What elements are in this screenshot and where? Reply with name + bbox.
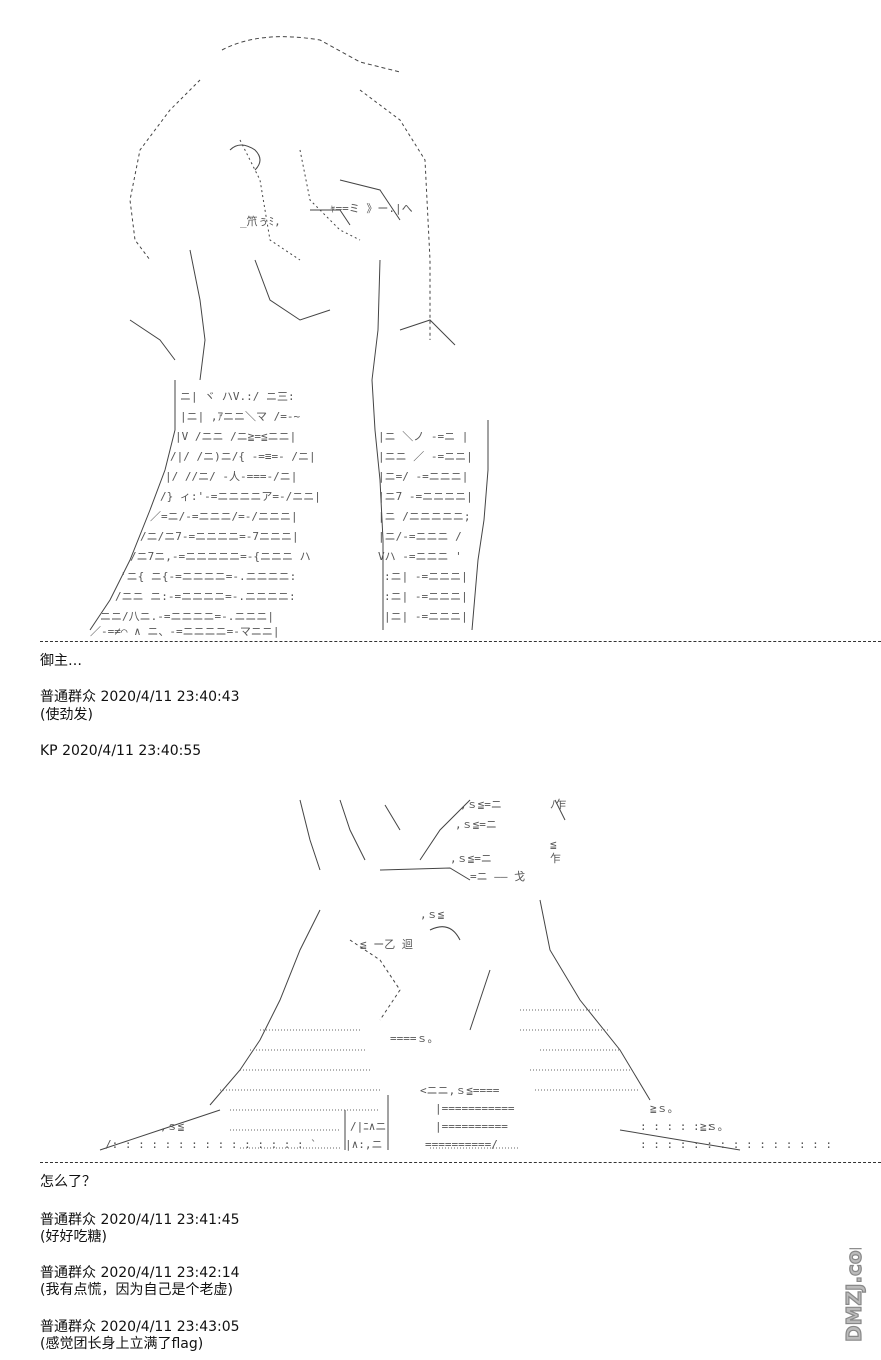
svg-text:|/ //ニ/ -人-===-/ニ|: |/ //ニ/ -人-===-/ニ| — [165, 470, 297, 483]
svg-text:|∧:,ニ: |∧:,ニ — [345, 1138, 383, 1151]
svg-text:|ニ| -=ニニニ|: |ニ| -=ニニニ| — [384, 610, 468, 623]
svg-text:=ニ —— 戈: =ニ —— 戈 — [470, 870, 525, 883]
svg-text:|V /ニニ /ニ≧=≦ニニ|: |V /ニニ /ニ≧=≦ニニ| — [175, 430, 296, 443]
svg-text:|===========: |=========== — [435, 1102, 515, 1115]
poster-name: 普通群众 — [40, 1265, 96, 1281]
dmzj-watermark-logo-icon: DMZJ.com — [841, 1248, 866, 1343]
svg-text:≧ｓ。: ≧ｓ。 — [650, 1102, 679, 1115]
svg-text:_笊ぅﾐ,: _笊ぅﾐ, — [240, 214, 281, 228]
svg-text:ニニ/八ニ.-=ニニニニ=-.ニニニ|: ニニ/八ニ.-=ニニニニ=-.ニニニ| — [100, 610, 274, 623]
post-text: (我有点慌，因为自己是个老虚) — [40, 1282, 233, 1298]
svg-text:|ニ7 -=ニニニニ|: |ニ7 -=ニニニニ| — [378, 490, 473, 503]
svg-text:/|/ /ニ)ニ/{ -=≡=- /ニ|: /|/ /ニ)ニ/{ -=≡=- /ニ| — [170, 450, 316, 463]
post-header: 普通群众 2020/4/11 23:42:14 — [40, 1264, 240, 1282]
svg-text:==========/: ==========/ — [425, 1138, 498, 1151]
svg-text:,ｓ≦=ニ: ,ｓ≦=ニ — [450, 852, 492, 865]
separator-2 — [40, 1162, 881, 1163]
svg-text:|ニ/-=ニニニ /: |ニ/-=ニニニ / — [378, 530, 462, 543]
svg-text:/ニ7ニ,-=ニニニニニ=-{ニニニ ハ: /ニ7ニ,-=ニニニニニ=-{ニニニ ハ — [130, 550, 311, 563]
post-time: 2020/4/11 23:42:14 — [100, 1265, 240, 1281]
ascii-art-boy: ,ｓ≦=ニ ,ｓ≦=ニ ,ｓ≦=ニ ﾉ乍 ≦ 乍 =ニ —— 戈 ,ｓ≦ ≦ ー… — [99, 797, 832, 1151]
poster-name: 普通群众 — [40, 1212, 96, 1228]
svg-text:/ニ/ニ7-=ニニニニ=-7ニニニ|: /ニ/ニ7-=ニニニニ=-7ニニニ| — [140, 530, 299, 543]
svg-text:|ニ| ,ｱニニ＼マ /=-~: |ニ| ,ｱニニ＼マ /=-~ — [180, 410, 300, 423]
svg-text:≧ｓ。: ≧ｓ。 — [700, 1120, 729, 1133]
svg-text:/} ィ:'-=ニニニニア=-/ニニ|: /} ィ:'-=ニニニニア=-/ニニ| — [160, 490, 321, 503]
svg-text:,ｓ≦=ニ: ,ｓ≦=ニ — [460, 798, 502, 811]
svg-text:ニ| ヾ ハV.:/ ニ三:: ニ| ヾ ハV.:/ ニ三: — [180, 390, 295, 403]
svg-text:|ニ /ニニニニニ;: |ニ /ニニニニニ; — [378, 510, 471, 523]
svg-text:,ｓ≦=ニ: ,ｓ≦=ニ — [455, 818, 497, 831]
svg-text:'ニ{ ニ{-=ニニニニ=-.ニニニニ:: 'ニ{ ニ{-=ニニニニ=-.ニニニニ: — [120, 570, 296, 583]
post-time: 2020/4/11 23:41:45 — [100, 1212, 240, 1228]
svg-text::ニ| -=ニニニ|: :ニ| -=ニニニ| — [384, 590, 468, 603]
post-header: 普通群众 2020/4/11 23:43:05 — [40, 1318, 240, 1336]
chat-line-reply: 御主… — [40, 653, 82, 669]
post-header: 普通群众 2020/4/11 23:40:43 — [40, 688, 240, 706]
ascii-art-girl: ニ| ヾ ハV.:/ ニ三: |ニ| ,ｱニニ＼マ /=-~ |V /ニニ /ニ… — [89, 36, 489, 638]
svg-text:,ｓ≦: ,ｓ≦ — [420, 908, 445, 921]
poster-name: 普通群众 — [40, 689, 96, 705]
svg-text:|ニ ＼ノ -=ニ |: |ニ ＼ノ -=ニ | — [378, 430, 468, 443]
svg-text:: : : : : : : : : : : : : : :: : : : : : : : : : : : : : : : — [640, 1138, 832, 1151]
svg-text:: : : : : :: : : : : : : — [640, 1120, 713, 1133]
svg-text:|==========: |========== — [435, 1120, 508, 1133]
post-text: (使劲发) — [40, 707, 93, 723]
svg-text:乍: 乍 — [550, 851, 561, 865]
svg-text:====ｓ。: ====ｓ。 — [390, 1032, 439, 1045]
svg-text:/ニニ ニ:-=ニニニニ=-.ニニニニ:: /ニニ ニ:-=ニニニニ=-.ニニニニ: — [115, 590, 296, 603]
svg-text:,ｓ≦: ,ｓ≦ — [160, 1120, 185, 1133]
poster-name: KP — [40, 743, 58, 759]
post-time: 2020/4/11 23:43:05 — [100, 1319, 240, 1335]
svg-text:|ニニ ／ -=ニニ|: |ニニ ／ -=ニニ| — [378, 450, 473, 463]
svg-text:≦ ー乙 迴: ≦ ー乙 迴 — [360, 937, 413, 951]
post-time: 2020/4/11 23:40:55 — [62, 743, 202, 759]
watermark-text: DMZJ.com — [842, 1248, 866, 1342]
svg-text:ﾉ乍: ﾉ乍 — [550, 797, 567, 811]
post-header: KP 2020/4/11 23:40:55 — [40, 742, 201, 760]
svg-text::ニ| -=ニニニ|: :ニ| -=ニニニ| — [384, 570, 468, 583]
post-header: 普通群众 2020/4/11 23:41:45 — [40, 1211, 240, 1229]
svg-text:/: : : : : : : : : : : : : : :: /: : : : : : : : : : : : : : : ` — [105, 1138, 317, 1151]
post-text: (好好吃糖) — [40, 1229, 107, 1245]
svg-text:≦: ≦ — [550, 838, 557, 851]
svg-text:ｬ==ミ 》ー.|へ: ｬ==ミ 》ー.|へ — [330, 202, 413, 215]
post-time: 2020/4/11 23:40:43 — [100, 689, 240, 705]
svg-text:|ニ=/ -=ニニニ|: |ニ=/ -=ニニニ| — [378, 470, 468, 483]
svg-text:/|ﾆ∧ニ: /|ﾆ∧ニ — [350, 1120, 386, 1133]
separator-1 — [40, 641, 881, 642]
svg-text:／-=≠⌒ ∧ ニ、-=ニニニニ=-マニニ|: ／-=≠⌒ ∧ ニ、-=ニニニニ=-マニニ| — [90, 625, 279, 638]
post-text: (感觉团长身上立满了flag) — [40, 1336, 204, 1352]
svg-text:Vハ -=ニニニ ': Vハ -=ニニニ ' — [378, 550, 462, 563]
svg-text:<ニニ,ｓ≦====: <ニニ,ｓ≦==== — [420, 1084, 500, 1097]
svg-text:／=ニ/-=ニニニ/=-/ニニニ|: ／=ニ/-=ニニニ/=-/ニニニ| — [150, 510, 298, 523]
poster-name: 普通群众 — [40, 1319, 96, 1335]
chat-line-reply: 怎么了？ — [40, 1174, 96, 1190]
